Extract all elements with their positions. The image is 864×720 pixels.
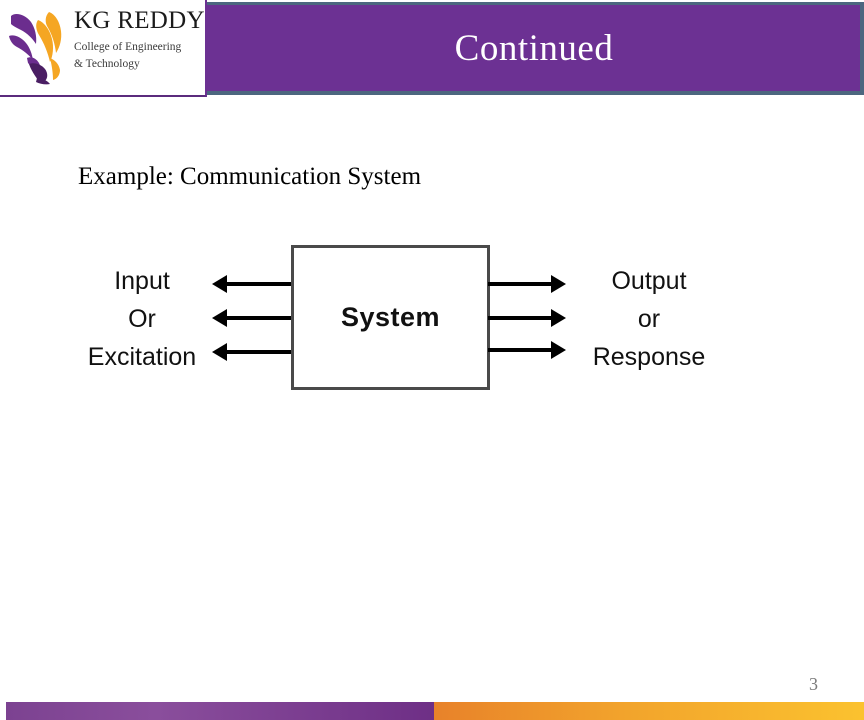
logo-subtitle-line2: & Technology [74,57,140,70]
logo-wordmark: KG REDDY College of Engineering & Techno… [74,7,205,73]
system-block-diagram: Input Or Excitation System Output or Res… [78,240,758,400]
output-arrow-line-1 [488,282,551,286]
institution-logo: KG REDDY College of Engineering & Techno… [0,0,207,97]
output-label-line2: or [637,305,661,333]
input-label-group: Input Or Excitation [78,262,206,376]
footer-bar-gold-segment [434,702,864,720]
input-arrow-line-2 [227,316,293,320]
output-label-line3: Response [592,343,706,371]
output-label-group: Output or Response [574,262,724,376]
input-label-line1: Input [114,267,170,295]
input-label-line3: Excitation [87,343,197,371]
page-title: Continued [454,28,614,69]
header-purple-band [204,2,864,95]
output-arrow-line-3 [488,348,551,352]
output-arrowhead-2 [551,309,566,327]
input-arrowhead-2 [212,309,227,327]
header-band-edge [860,5,864,91]
slide-header: Continued KG REDDY College of Engineerin… [0,0,864,97]
logo-subtitle-line1: College of Engineering [74,41,182,54]
output-label-line1: Output [611,267,687,295]
output-arrowhead-3 [551,341,566,359]
input-arrowhead-3 [212,343,227,361]
system-box: System [291,245,490,390]
output-arrowhead-1 [551,275,566,293]
page-number: 3 [809,674,818,694]
input-arrow-line-3 [227,350,293,354]
output-arrow-line-2 [488,316,551,320]
input-arrowhead-1 [212,275,227,293]
footer-bar-purple-segment [6,702,434,720]
system-box-label: System [340,302,441,332]
example-heading: Example: Communication System [78,163,422,190]
logo-name: KG REDDY [74,7,205,34]
eagle-icon [9,12,62,85]
footer-bar [6,702,864,720]
input-arrow-line-1 [227,282,293,286]
input-label-line2: Or [128,305,156,333]
